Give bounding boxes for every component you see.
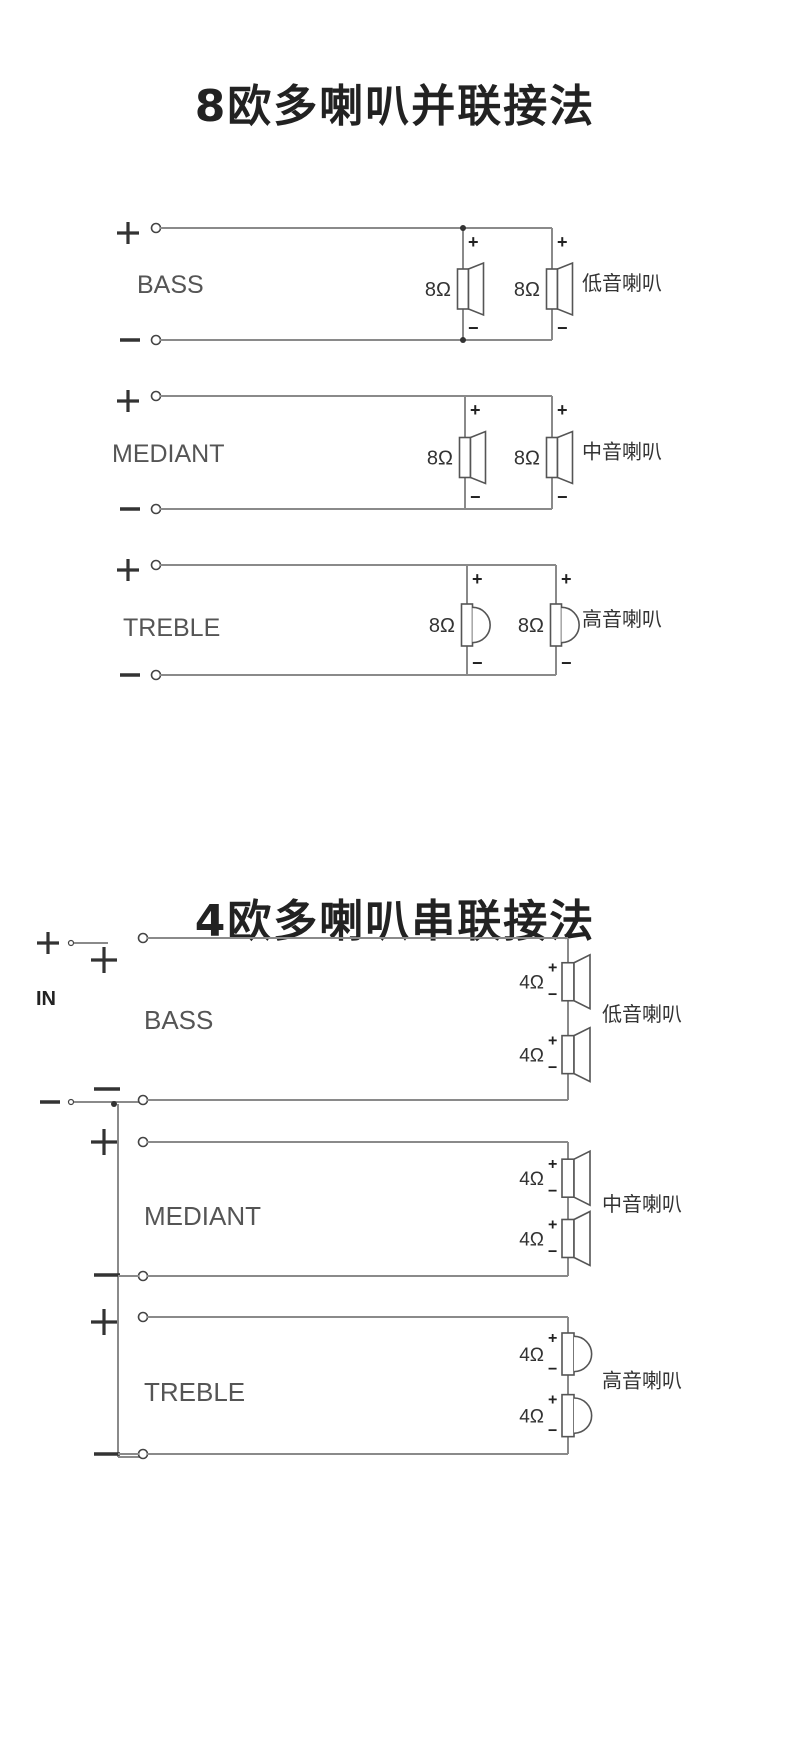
terminal-circle: [150, 559, 162, 571]
polarity-minus: −: [472, 653, 483, 673]
impedance-label: 8Ω: [429, 615, 455, 637]
impedance-label: 4Ω: [519, 1345, 544, 1366]
polarity-minus: −: [557, 318, 568, 338]
impedance-label: 4Ω: [519, 1407, 544, 1428]
polarity-plus: +: [548, 1156, 557, 1173]
polarity-plus: +: [548, 1330, 557, 1347]
input-terminal: [67, 939, 75, 947]
section-label-mediant: MEDIANT: [112, 440, 225, 468]
terminal-circle: [137, 932, 149, 944]
polarity-minus: −: [548, 1361, 557, 1378]
speaker-caption: 低音喇叭: [582, 272, 662, 295]
speaker-body: [561, 1393, 575, 1438]
input-label: IN: [36, 988, 56, 1010]
polarity-plus: +: [561, 569, 572, 589]
speaker-body: [561, 1158, 575, 1198]
speaker-body: [545, 436, 559, 479]
speaker-body: [456, 268, 470, 310]
speaker-cone-icon: [469, 430, 487, 485]
speaker-body: [545, 268, 559, 310]
polarity-minus: −: [557, 487, 568, 507]
polarity-plus: +: [548, 1216, 557, 1233]
polarity-plus: +: [468, 232, 479, 252]
speaker-caption: 高音喇叭: [582, 608, 662, 631]
polarity-plus: +: [548, 960, 557, 977]
speaker-cone-icon: [573, 1149, 591, 1207]
impedance-label: 8Ω: [427, 448, 453, 470]
speaker-body: [460, 603, 474, 647]
speaker-dome-icon: [573, 1335, 593, 1373]
junction-dot: [460, 337, 466, 343]
speaker-dome-icon: [561, 606, 580, 644]
section-label-bass: BASS: [144, 1005, 213, 1035]
section-label-bass: BASS: [137, 271, 204, 299]
speaker-cone-icon: [573, 953, 591, 1011]
speaker-body: [458, 436, 472, 479]
speaker-body: [561, 1332, 575, 1376]
junction-dot: [111, 1101, 117, 1107]
terminal-circle: [137, 1094, 149, 1106]
terminal-circle: [137, 1136, 149, 1148]
section-label-treble: TREBLE: [144, 1377, 245, 1407]
speaker-dome-icon: [472, 606, 491, 644]
junction-dot: [460, 225, 466, 231]
terminal-circle: [137, 1270, 149, 1282]
impedance-label: 8Ω: [518, 615, 544, 637]
section-label-treble: TREBLE: [123, 614, 220, 642]
speaker-cone-icon: [573, 1210, 591, 1267]
polarity-minus: −: [548, 987, 557, 1004]
speaker-dome-icon: [573, 1397, 593, 1435]
impedance-label: 8Ω: [514, 448, 540, 470]
speaker-body: [549, 603, 563, 647]
polarity-minus: −: [561, 653, 572, 673]
polarity-minus: −: [468, 318, 479, 338]
terminal-circle: [137, 1448, 149, 1460]
polarity-minus: −: [548, 1183, 557, 1200]
terminal-circle: [137, 1311, 149, 1323]
polarity-plus: +: [470, 400, 481, 420]
impedance-label: 8Ω: [514, 279, 540, 301]
speaker-body: [561, 961, 575, 1002]
speaker-caption: 中音喇叭: [602, 1193, 682, 1216]
speaker-body: [561, 1034, 575, 1075]
terminal-circle: [150, 390, 162, 402]
polarity-plus: +: [472, 569, 483, 589]
input-terminal: [67, 1098, 75, 1106]
speaker-cone-icon: [573, 1026, 591, 1083]
polarity-plus: +: [548, 1033, 557, 1050]
polarity-minus: −: [548, 1243, 557, 1260]
speaker-cone-icon: [556, 430, 574, 485]
polarity-plus: +: [557, 232, 568, 252]
speaker-cone-icon: [467, 261, 485, 317]
speaker-caption: 中音喇叭: [582, 441, 662, 464]
speaker-caption: 高音喇叭: [602, 1370, 682, 1393]
impedance-label: 4Ω: [519, 1229, 544, 1250]
parallel-title: 8欧多喇叭并联接法: [194, 81, 596, 132]
impedance-label: 4Ω: [519, 1046, 544, 1067]
polarity-plus: +: [557, 400, 568, 420]
polarity-minus: −: [548, 1423, 557, 1440]
speaker-body: [561, 1218, 575, 1259]
terminal-circle: [150, 669, 162, 681]
section-label-mediant: MEDIANT: [144, 1201, 261, 1231]
speaker-cone-icon: [556, 261, 574, 317]
terminal-circle: [150, 503, 162, 515]
impedance-label: 8Ω: [425, 279, 451, 301]
polarity-minus: −: [470, 487, 481, 507]
speaker-caption: 低音喇叭: [602, 1003, 682, 1026]
polarity-plus: +: [548, 1392, 557, 1409]
polarity-minus: −: [548, 1060, 557, 1077]
impedance-label: 4Ω: [519, 1169, 544, 1190]
impedance-label: 4Ω: [519, 973, 544, 994]
terminal-circle: [150, 334, 162, 346]
terminal-circle: [150, 222, 162, 234]
